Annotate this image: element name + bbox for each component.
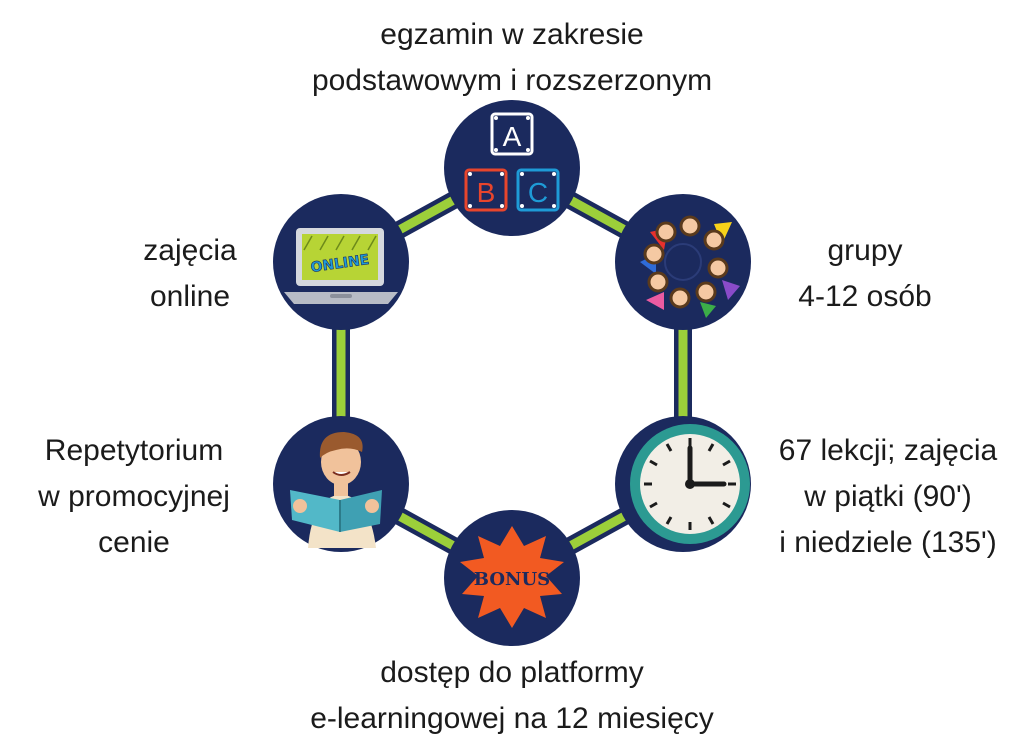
clock-icon [630,424,750,544]
label-lessons-line-2: w piątki (90') [804,480,972,513]
label-online-line-2: online [149,280,231,313]
label-review-line-3: cenie [98,526,170,559]
block-a: A [503,121,522,152]
bonus-badge: BONUS [474,569,550,590]
children-circle-icon [640,215,740,318]
label-lessons-line-1: 67 lekcji; zajęcia [778,434,998,467]
reading-student-icon [290,432,382,548]
label-platform-line-1: dostęp do platformy [380,656,644,689]
label-lessons-line-3: i niedziele (135') [779,526,997,559]
block-b: B [477,177,496,208]
label-lessons: 67 lekcji; zajęcia w piątki (90') i nied… [756,428,1020,566]
label-review-line-2: w promocyjnej [38,480,230,513]
bonus-burst-icon: BONUS [460,526,564,628]
node-exam: A B C [444,100,580,236]
label-exam: egzamin w zakresie podstawowym i rozszer… [262,12,762,104]
node-groups [615,194,751,330]
node-review [273,416,409,552]
label-platform: dostęp do platformy e-learningowej na 12… [262,650,762,742]
block-c: C [528,177,548,208]
node-lessons [615,416,751,552]
node-platform: BONUS [444,510,580,646]
label-online-line-1: zajęcia [143,234,237,267]
abc-blocks-icon: A B C [464,112,560,212]
label-exam-line-2: podstawowym i rozszerzonym [311,64,713,97]
laptop-online-icon: ONLINE [284,228,398,304]
label-platform-line-2: e-learningowej na 12 miesięcy [310,702,714,735]
label-online: zajęcia online [110,228,270,320]
label-exam-line-1: egzamin w zakresie [380,18,644,51]
label-review-line-1: Repetytorium [44,434,224,467]
node-online: ONLINE [273,194,409,330]
label-groups-line-1: grupy [827,234,903,267]
label-review: Repetytorium w promocyjnej cenie [14,428,254,566]
label-groups: grupy 4-12 osób [770,228,960,320]
label-groups-line-2: 4-12 osób [798,280,932,313]
